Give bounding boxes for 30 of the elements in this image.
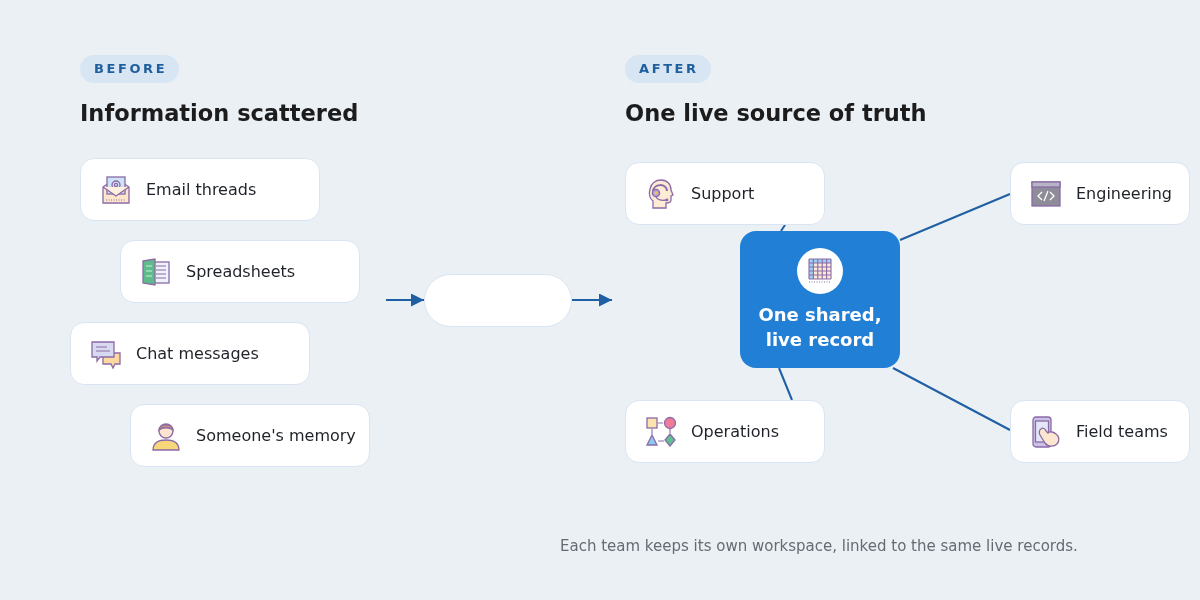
card-label: Engineering [1076,184,1172,203]
source-card [120,240,360,303]
card-label: Operations [691,422,779,441]
team-card [1010,162,1190,225]
team-card [1010,400,1190,463]
card-label: Email threads [146,180,257,199]
card-label: Someone's memory [196,426,356,445]
empty-pill [424,274,572,327]
card-label: Spreadsheets [186,262,296,281]
connector-line [780,224,786,232]
source-card [70,322,310,385]
card-label: Support [691,184,755,203]
section-badge: AFTER [625,55,711,83]
hub-card [740,231,900,368]
section-heading: One live source of truth [625,99,927,128]
hub-label: One shared, live record [757,302,883,352]
section-heading: Information scattered [80,99,359,128]
connector-line [899,193,1011,241]
connector-line [892,367,1011,431]
team-card [625,162,825,225]
arrow [385,293,425,307]
source-card [130,404,370,467]
card-label: Field teams [1076,422,1168,441]
connector-line [778,367,793,401]
card-label: Chat messages [136,344,259,363]
section-badge: BEFORE [80,55,180,83]
team-card [625,400,825,463]
source-card [80,158,320,221]
caption-text: Each team keeps its own workspace, linked to the same live records. [560,536,1078,556]
arrow [571,293,613,307]
